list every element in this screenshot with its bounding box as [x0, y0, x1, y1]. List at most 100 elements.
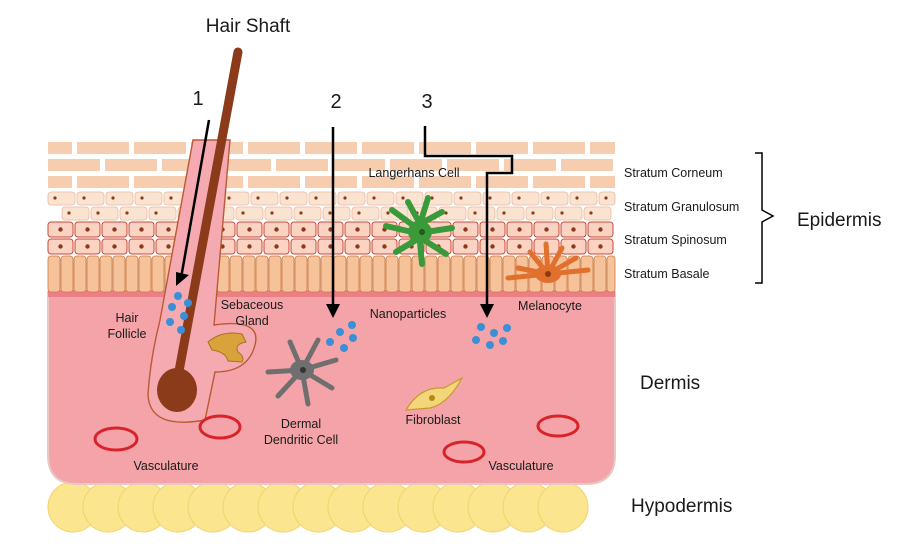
- hypodermis-layer: [47, 481, 589, 533]
- granulosum-cell: [540, 191, 569, 206]
- granulosum-cell: [105, 191, 134, 206]
- cell-nucleus: [357, 211, 361, 215]
- nanoparticles-intercellular: [326, 321, 357, 352]
- basale-cell: [281, 255, 295, 293]
- basale-cell: [294, 255, 308, 293]
- basale-cell: [502, 255, 516, 293]
- cell-nucleus: [301, 227, 306, 232]
- cell-nucleus: [444, 211, 448, 215]
- cell-nucleus: [85, 244, 90, 249]
- corneum-cell: [590, 176, 615, 188]
- stratum-granulosum-cells: [47, 191, 616, 221]
- cell-nucleus: [386, 211, 390, 215]
- cell-nucleus: [546, 196, 550, 200]
- cell-nucleus: [96, 211, 100, 215]
- cell-nucleus: [372, 196, 376, 200]
- cell-nucleus: [382, 244, 387, 249]
- corneum-cell: [48, 176, 72, 188]
- corneum-cell: [504, 159, 556, 171]
- label-route-2: 2: [330, 91, 341, 113]
- cell-nucleus: [285, 196, 289, 200]
- basale-cell: [307, 255, 321, 293]
- cell-nucleus: [85, 227, 90, 232]
- cell-nucleus: [125, 211, 129, 215]
- corneum-cell: [590, 142, 615, 154]
- cell-nucleus: [140, 196, 144, 200]
- granulosum-cell: [453, 191, 482, 206]
- basale-cell: [346, 255, 360, 293]
- basale-cell: [606, 255, 616, 293]
- corneum-cell: [419, 142, 471, 154]
- label-sebaceous-line2: Gland: [235, 314, 268, 328]
- label-epidermis: Epidermis: [797, 210, 881, 231]
- basale-cell: [138, 255, 152, 293]
- cell-nucleus: [53, 196, 57, 200]
- label-route-3: 3: [421, 91, 432, 113]
- basale-cell: [320, 255, 334, 293]
- cell-nucleus: [488, 196, 492, 200]
- cell-nucleus: [274, 227, 279, 232]
- epidermis-bracket: [755, 152, 775, 284]
- cell-nucleus: [139, 227, 144, 232]
- basale-cell: [60, 255, 74, 293]
- cell-nucleus: [82, 196, 86, 200]
- cell-nucleus: [459, 196, 463, 200]
- corneum-cell: [561, 159, 613, 171]
- cell-nucleus: [355, 227, 360, 232]
- label-stratum-spinosum: Stratum Spinosum: [624, 233, 727, 247]
- basale-cell: [268, 255, 282, 293]
- fat-cell: [537, 481, 589, 533]
- corneum-cell: [390, 159, 442, 171]
- cell-nucleus: [531, 211, 535, 215]
- cell-nucleus: [401, 196, 405, 200]
- granulosum-cell: [148, 206, 177, 221]
- basale-cell: [385, 255, 399, 293]
- cell-nucleus: [517, 244, 522, 249]
- corneum-cell: [219, 159, 271, 171]
- cell-nucleus: [270, 211, 274, 215]
- cell-nucleus: [490, 244, 495, 249]
- label-hair-shaft: Hair Shaft: [206, 16, 291, 37]
- cell-nucleus: [473, 211, 477, 215]
- cell-nucleus: [67, 211, 71, 215]
- corneum-cell: [476, 142, 528, 154]
- label-sebaceous-line1: Sebaceous: [221, 298, 284, 312]
- basale-cell: [242, 255, 256, 293]
- basale-cell: [580, 255, 594, 293]
- route-1-arrow: [176, 119, 211, 286]
- cell-nucleus: [490, 227, 495, 232]
- basale-cell: [463, 255, 477, 293]
- cell-nucleus: [247, 227, 252, 232]
- cell-nucleus: [560, 211, 564, 215]
- basale-cell: [229, 255, 243, 293]
- basale-cell: [359, 255, 373, 293]
- basale-cell: [450, 255, 464, 293]
- cell-nucleus: [227, 196, 231, 200]
- label-stratum-corneum: Stratum Corneum: [624, 166, 723, 180]
- cell-nucleus: [112, 244, 117, 249]
- cell-nucleus: [301, 244, 306, 249]
- blood-vessel: [93, 426, 139, 452]
- granulosum-cell: [293, 206, 322, 221]
- cell-nucleus: [589, 211, 593, 215]
- cell-nucleus: [314, 196, 318, 200]
- label-route-1: 1: [192, 88, 203, 110]
- cell-nucleus: [598, 244, 603, 249]
- fibroblast: [404, 376, 464, 411]
- basale-cell: [255, 255, 269, 293]
- cell-nucleus: [355, 244, 360, 249]
- hair-shaft: [172, 47, 243, 387]
- basale-cell: [47, 255, 61, 293]
- corneum-cell: [134, 142, 186, 154]
- label-hair-follicle-line2: Follicle: [108, 327, 147, 341]
- blood-vessel: [442, 440, 486, 464]
- corneum-cell: [248, 142, 300, 154]
- cell-nucleus: [328, 244, 333, 249]
- corneum-cell: [248, 176, 300, 188]
- melanocyte: [505, 241, 591, 283]
- cell-nucleus: [575, 196, 579, 200]
- basale-cell: [372, 255, 386, 293]
- corneum-cell: [134, 176, 186, 188]
- cell-nucleus: [139, 244, 144, 249]
- cell-nucleus: [169, 196, 173, 200]
